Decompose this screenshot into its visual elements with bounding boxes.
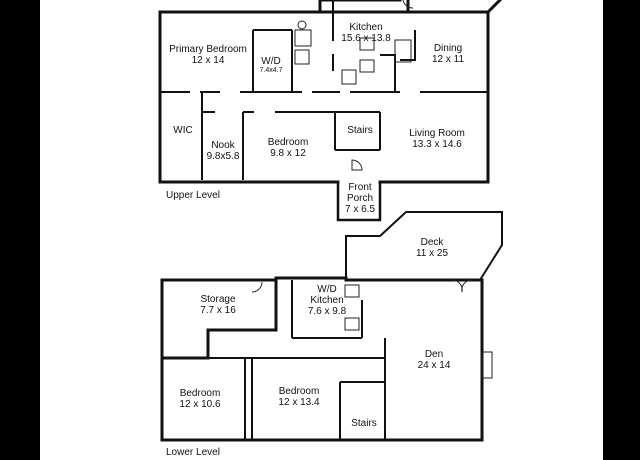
deck-outline (345, 211, 503, 282)
floor-plan-drawing (158, 0, 503, 442)
dining-label: Dining 12 x 11 (432, 43, 464, 65)
lower-hall-wall (208, 357, 385, 440)
room-dims: 9.8x5.8 (206, 151, 240, 162)
room-dims: 24 x 14 (417, 360, 451, 371)
washer-symbol (294, 49, 310, 65)
dining-divider (400, 30, 416, 61)
bedroom-b-label: Bedroom 12 x 13.4 (278, 386, 319, 408)
room-dims: 11 x 25 (415, 248, 449, 259)
room-dims: 12 x 11 (431, 54, 465, 65)
room-dims: 12 x 14 (191, 55, 225, 66)
room-name: Storage (200, 294, 236, 305)
room-dims: 13.3 x 14.6 (412, 139, 462, 150)
room-name: Primary Bedroom (169, 44, 247, 55)
room-name: WIC (173, 125, 193, 136)
kitchen-label: Kitchen 15.6 x 13.8 (341, 22, 390, 44)
room-dims: 12 x 10.6 (179, 399, 221, 410)
porch-door-swing (351, 159, 363, 171)
sink-symbol (359, 37, 375, 51)
upper-level-title: Upper Level (166, 190, 220, 201)
room-name: Kitchen (349, 22, 383, 33)
fridge-symbol (294, 29, 312, 47)
lower-stairs-wall (339, 381, 386, 440)
room-dims: 7.7 x 16 (200, 305, 236, 316)
room-dims: 7.4x4.7 (259, 67, 283, 74)
lower-kitchen-wall (291, 280, 363, 339)
room-name: W/D Kitchen (310, 284, 344, 306)
front-porch-label: Front Porch 7 x 6.5 (343, 182, 377, 215)
stairs-wall (334, 111, 381, 151)
room-name: Front Porch (346, 182, 374, 204)
wd-label: W/D 7.4x4.7 (260, 56, 283, 75)
room-dims: 7 x 6.5 (344, 204, 376, 215)
bedroom-label: Bedroom 9.8 x 12 (268, 137, 309, 159)
dining-window (394, 39, 412, 63)
storage-door-swing (251, 281, 263, 293)
range-symbol (341, 69, 357, 85)
room-dims: 9.8 x 12 (270, 148, 306, 159)
room-name: Living Room (409, 128, 465, 139)
wd-kitchen-label: W/D Kitchen 7.6 x 9.8 (300, 284, 354, 317)
porch-wall (336, 180, 382, 222)
primary-bath-wall (252, 29, 293, 92)
lower-stairs-label: Stairs (351, 418, 377, 429)
floor-plan-sheet: Kitchen 15.6 x 13.8 Primary Bedroom 12 x… (40, 0, 603, 460)
bedroom-a-label: Bedroom 12 x 10.6 (179, 388, 220, 410)
storage-label: Storage 7.7 x 16 (200, 294, 236, 316)
room-name: Nook (211, 140, 235, 151)
wic-wall (201, 92, 215, 180)
stairs-label: Stairs (347, 125, 373, 136)
room-dims: 12 x 13.4 (278, 397, 320, 408)
lower-level-title: Lower Level (166, 447, 220, 458)
room-dims: 7.6 x 9.8 (307, 306, 347, 317)
den-label: Den 24 x 14 (418, 349, 451, 371)
toilet-symbol (297, 20, 307, 30)
room-name: Dining (433, 43, 463, 54)
room-name: W/D (261, 56, 281, 67)
nook-label: Nook 9.8x5.8 (207, 140, 240, 162)
lower-washer-symbol (344, 284, 360, 298)
lower-sink-symbol (344, 317, 360, 331)
living-room-label: Living Room 13.3 x 14.6 (409, 128, 465, 150)
room-name: Bedroom (179, 388, 221, 399)
wic-label: WIC (173, 125, 192, 136)
room-name: Stairs (347, 125, 373, 136)
primary-bedroom-label: Primary Bedroom 12 x 14 (169, 44, 247, 66)
den-window (481, 351, 493, 379)
room-name: Bedroom (267, 137, 309, 148)
bedroom-wall (242, 111, 335, 180)
dining-bump-wall (406, 0, 503, 14)
upper-outer-wall (158, 10, 490, 184)
deck-door-swing (451, 279, 473, 293)
kitchen-door-swing (402, 0, 414, 9)
deck-label: Deck 11 x 25 (416, 237, 448, 259)
room-name: Den (424, 349, 444, 360)
room-name: Deck (420, 237, 444, 248)
dishwasher-symbol (359, 59, 375, 73)
room-name: Stairs (351, 418, 377, 429)
kitchen-counter (380, 54, 396, 92)
kitchen-top-wall (318, 0, 402, 14)
room-name: Bedroom (278, 386, 320, 397)
room-dims: 15.6 x 13.8 (341, 33, 391, 44)
